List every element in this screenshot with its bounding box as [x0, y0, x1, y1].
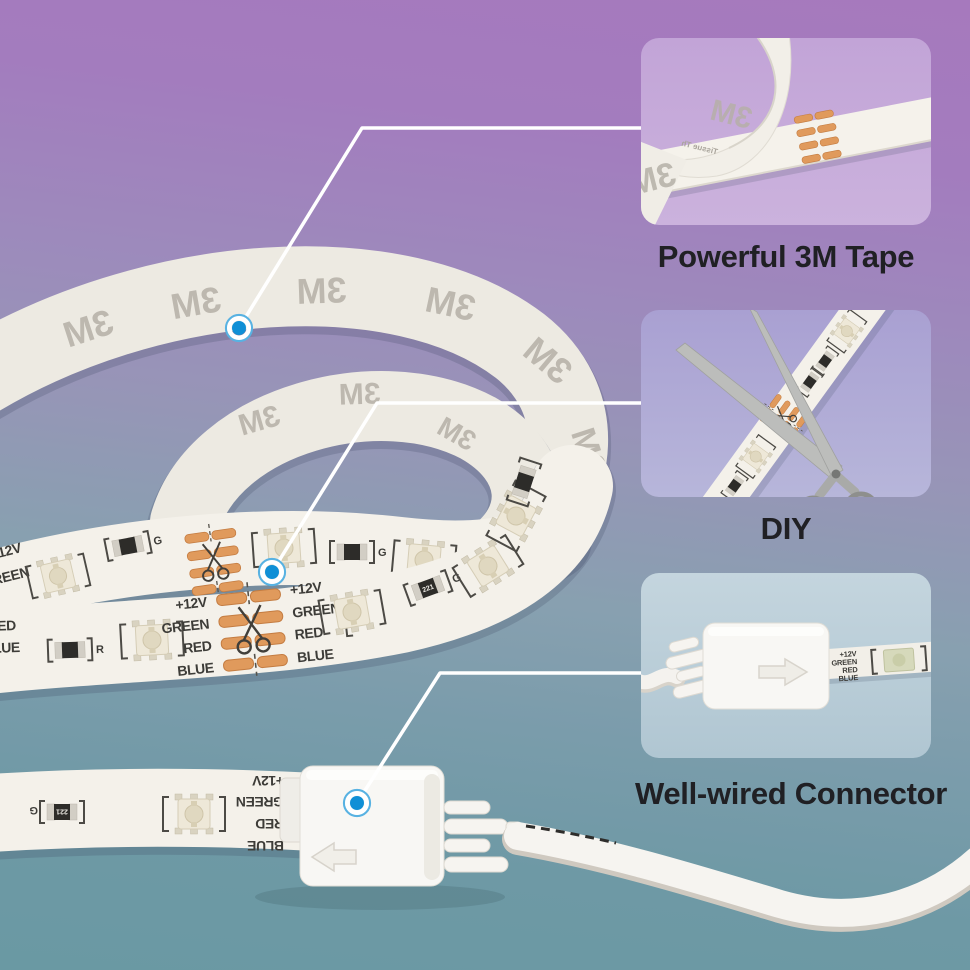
- strip-label: RED: [182, 637, 212, 656]
- diy-strip: [689, 310, 906, 497]
- strip-label: GREEN: [161, 615, 210, 636]
- power-wire: [502, 822, 970, 932]
- diy-photo: [675, 310, 906, 497]
- tape-backing-corner: [641, 141, 687, 225]
- strip-label: RED: [255, 816, 284, 832]
- callout-leader-lines: [237, 126, 647, 805]
- led-strip-coil: 3M 3M 3M 3M 3M 3M 3M 3M 3M +12V GREEN G: [0, 246, 616, 860]
- callout-panel-diy: [641, 310, 931, 497]
- leader-line-tape: [237, 126, 647, 330]
- connector-photo: +12V GREEN RED BLUE: [641, 622, 931, 710]
- resistor-label: G: [30, 804, 38, 816]
- tape-photo: 3M Tissue Th 3M: [641, 38, 931, 225]
- resistor-code: 221: [56, 808, 68, 815]
- feature-marker-diy: [257, 557, 287, 587]
- strip-label: +12V: [175, 594, 209, 613]
- strip-label: RED: [842, 665, 859, 675]
- leader-line-diy: [270, 401, 647, 574]
- resistor-label: G: [378, 547, 386, 559]
- scissors-pivot: [831, 469, 841, 479]
- caption-tape: Powerful 3M Tape: [657, 239, 915, 274]
- callout-panel-connector: +12V GREEN RED BLUE: [641, 573, 931, 758]
- resistor: R: [46, 637, 104, 663]
- strip-label: BLUE: [296, 646, 334, 666]
- strip-front-middle-band: RED BLUE R +12V GREEN RED BLUE +12V GREE…: [0, 445, 616, 702]
- feature-marker-tape: [224, 313, 254, 343]
- backing-3m-logo: 3M: [296, 269, 347, 312]
- backing-3m-logo: 3M: [422, 279, 479, 330]
- connector-shade: [424, 774, 440, 880]
- feature-marker-connector: [342, 788, 372, 818]
- connector-shadow: [255, 884, 505, 910]
- strip-label: GREEN: [831, 657, 857, 668]
- resistor-code: 221: [422, 584, 435, 595]
- mini-wire: [641, 668, 686, 693]
- strip-label: BLUE: [177, 659, 215, 679]
- feature-markers: [224, 313, 372, 818]
- connector-strip: +12V GREEN RED BLUE: [785, 639, 931, 687]
- resistor-label: G: [153, 535, 163, 548]
- strip-label: +12V: [839, 649, 857, 659]
- backing-3m-logo: 3M: [707, 94, 755, 136]
- mini-connector-body: [702, 622, 830, 710]
- resistor-label: R: [96, 644, 104, 656]
- strip-label: GREEN: [292, 600, 341, 621]
- led-chip: [870, 645, 928, 675]
- strip-label: RED: [294, 624, 324, 643]
- caption-connector: Well-wired Connector: [634, 776, 948, 811]
- callout-panel-tape: 3M Tissue Th 3M: [641, 38, 931, 225]
- connector-body: [299, 765, 445, 887]
- resistor: G: [329, 540, 387, 564]
- strip-label: GREEN: [236, 794, 284, 810]
- backing-3m-logo: 3M: [168, 278, 224, 327]
- leader-line-connector: [355, 671, 644, 805]
- connector-highlight: [306, 770, 438, 780]
- resistor-label: G: [451, 572, 463, 586]
- caption-diy: DIY: [760, 511, 812, 546]
- tape-backing-fold: 3M Tissue Th 3M: [641, 38, 792, 225]
- mini-strip-labels: +12V GREEN RED BLUE: [831, 649, 859, 683]
- strip-label: BLUE: [0, 639, 20, 656]
- wire-print: [525, 824, 617, 845]
- strip-label: +12V: [289, 578, 323, 597]
- arrow-right-icon: [758, 657, 809, 687]
- strip-label: BLUE: [838, 673, 858, 683]
- main-cut-point: +12V GREEN RED BLUE +12V GREEN RED BLUE: [161, 578, 354, 679]
- strip-label: +12V: [251, 773, 284, 789]
- strip-front-bottom-band: 221 G +12V GREEN RED BLUE: [0, 768, 357, 860]
- strip-label: BLUE: [247, 838, 284, 854]
- resistor: 221 G: [402, 569, 463, 607]
- strip-connector: [255, 765, 970, 932]
- arrow-left-icon: [310, 841, 357, 873]
- resistor: 221 G: [30, 800, 85, 824]
- strip-label: RED: [0, 617, 16, 634]
- scissors: [675, 310, 874, 497]
- resistor: G: [103, 530, 163, 562]
- mirrored-strip-labels: +12V GREEN RED BLUE: [236, 773, 284, 854]
